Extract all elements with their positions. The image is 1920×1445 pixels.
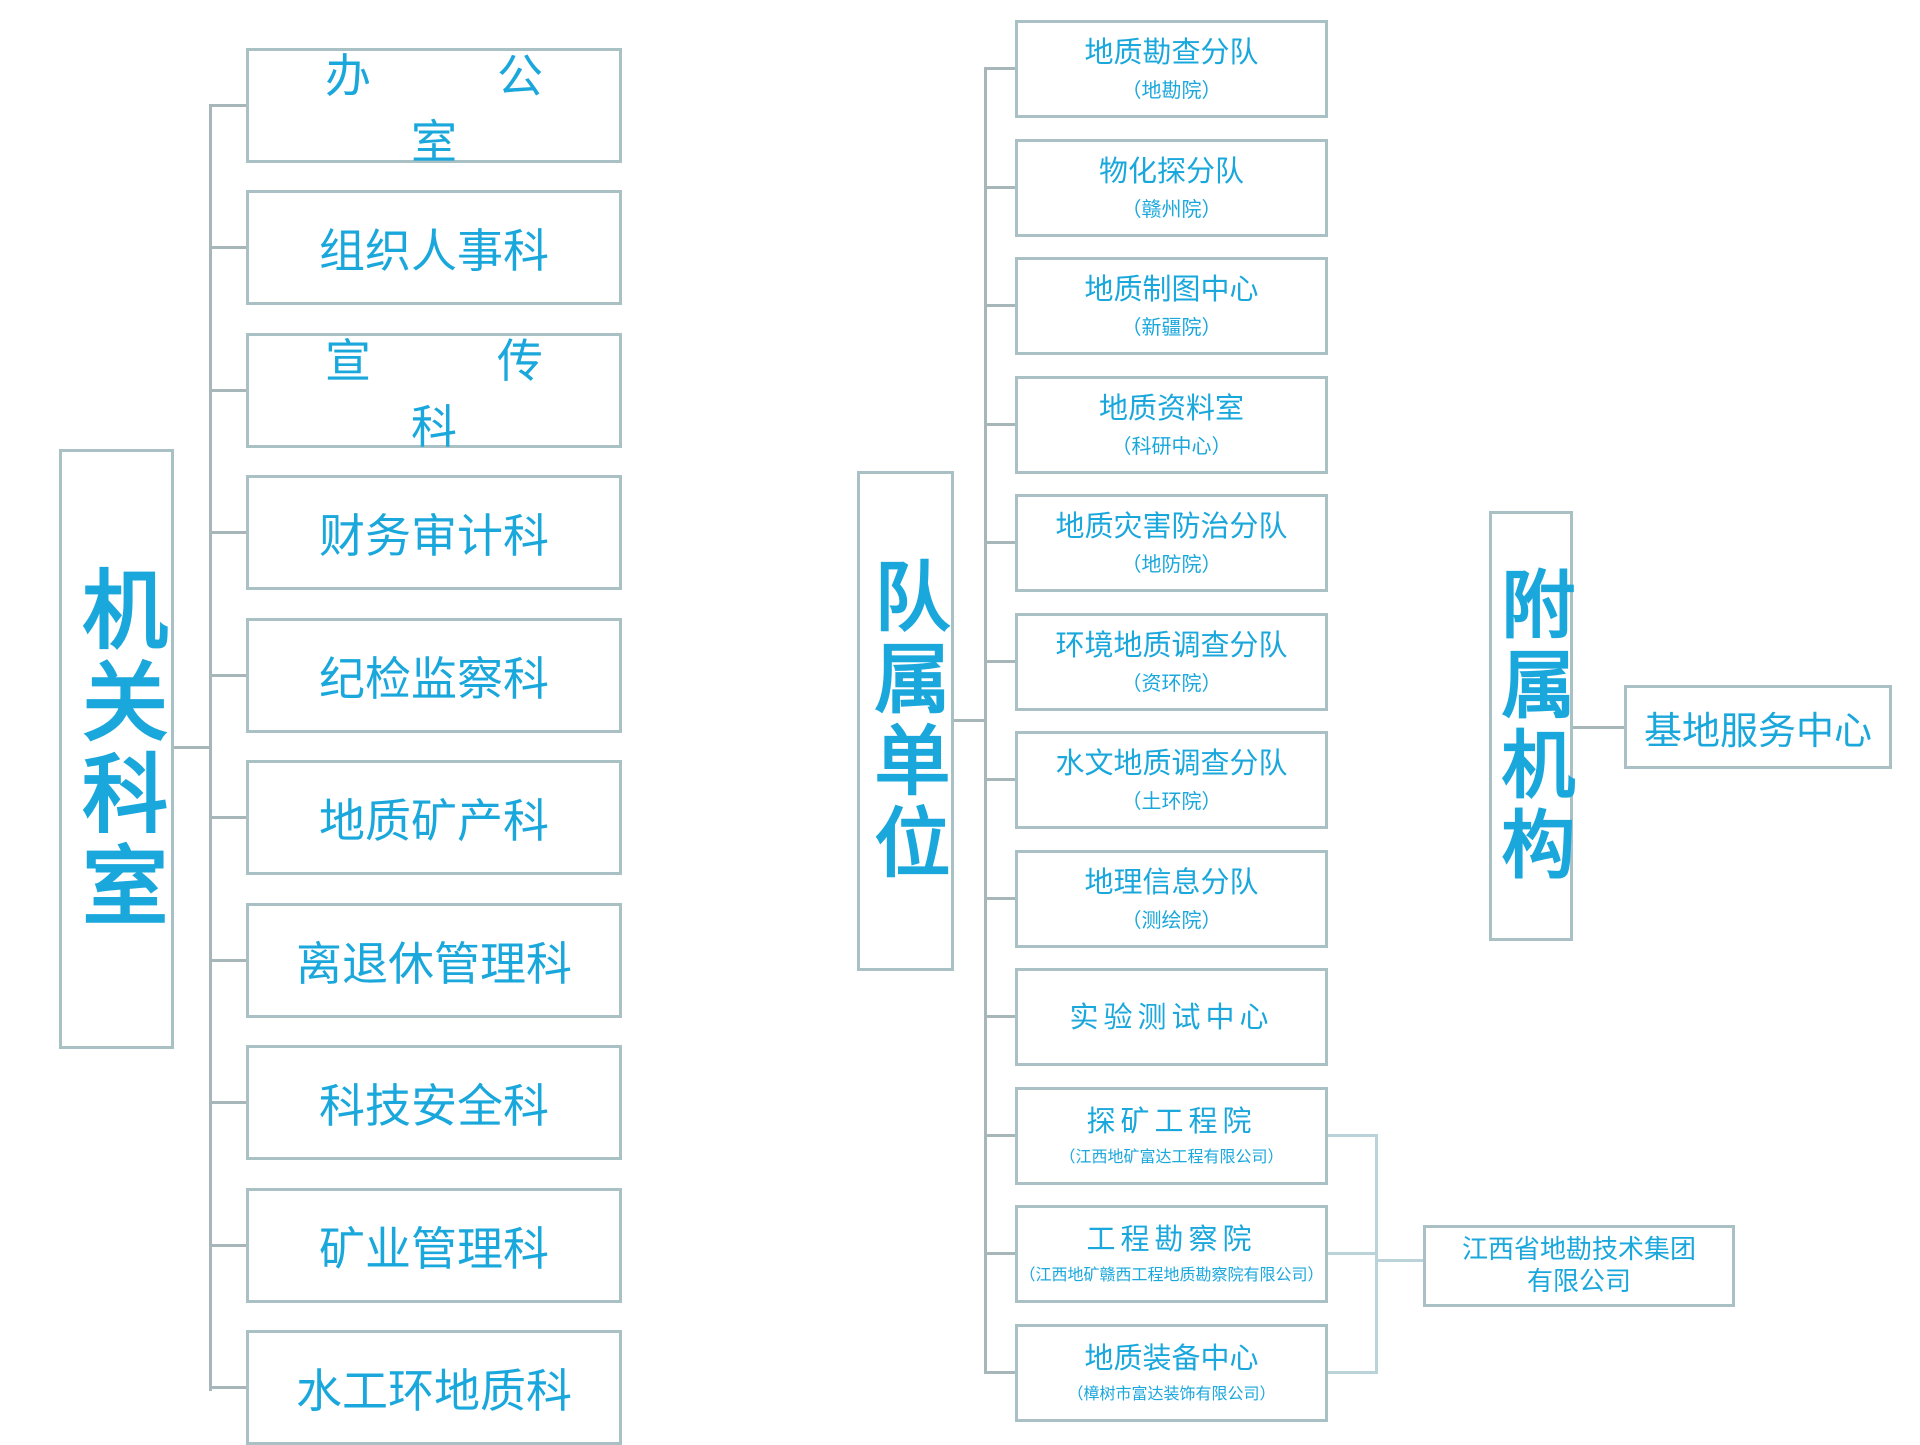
connector bbox=[984, 67, 1017, 70]
connector bbox=[209, 389, 248, 392]
unit-box: 地理信息分队 （测绘院） bbox=[1015, 850, 1328, 948]
office-box: 地质矿产科 bbox=[246, 760, 622, 875]
unit-alias: （江西地矿赣西工程地质勘察院有限公司） bbox=[1019, 1265, 1324, 1284]
office-label: 宣 传 科 bbox=[325, 333, 669, 454]
jiguan-title: 机关科室 bbox=[66, 565, 168, 933]
connector bbox=[984, 660, 1017, 663]
office-box: 矿业管理科 bbox=[246, 1188, 622, 1303]
unit-alias: （地防院） bbox=[1121, 552, 1222, 577]
office-label: 矿业管理科 bbox=[319, 1221, 549, 1276]
unit-name: 实验测试中心 bbox=[1069, 999, 1274, 1034]
connector bbox=[984, 1371, 1017, 1374]
unit-name: 地质装备中心 bbox=[1084, 1341, 1259, 1376]
unit-box: 地质勘查分队 （地勘院） bbox=[1015, 20, 1328, 118]
fushu-title-box: 附属机构 bbox=[1488, 511, 1575, 941]
office-label: 水工环地质科 bbox=[296, 1363, 572, 1418]
connector bbox=[954, 719, 986, 722]
group-company-box: 江西省地勘技术集团 有限公司 bbox=[1423, 1225, 1735, 1307]
group-company-line2: 有限公司 bbox=[1526, 1267, 1631, 1297]
unit-box: 工程勘察院 （江西地矿赣西工程地质勘察院有限公司） bbox=[1015, 1205, 1328, 1303]
unit-name: 地理信息分队 bbox=[1084, 864, 1259, 899]
fushu-title: 附属机构 bbox=[1488, 566, 1575, 886]
unit-alias: （资环院） bbox=[1121, 671, 1222, 696]
office-label: 组织人事科 bbox=[319, 223, 549, 278]
duishu-title-box: 队属单位 bbox=[857, 471, 954, 971]
connector bbox=[209, 531, 248, 534]
connector bbox=[984, 778, 1017, 781]
office-label: 办 公 室 bbox=[325, 48, 669, 169]
unit-box: 探矿工程院 （江西地矿富达工程有限公司） bbox=[1015, 1087, 1328, 1185]
unit-box: 环境地质调查分队 （资环院） bbox=[1015, 613, 1328, 711]
office-label: 离退休管理科 bbox=[296, 936, 572, 991]
unit-box: 地质资料室 （科研中心） bbox=[1015, 376, 1328, 474]
office-box: 离退休管理科 bbox=[246, 903, 622, 1018]
jiguan-title-box: 机关科室 bbox=[59, 449, 174, 1049]
office-box: 财务审计科 bbox=[246, 475, 622, 590]
unit-name: 地质资料室 bbox=[1098, 390, 1244, 425]
unit-alias: （科研中心） bbox=[1111, 434, 1232, 459]
unit-box: 地质装备中心 （樟树市富达装饰有限公司） bbox=[1015, 1324, 1328, 1422]
affiliate-label: 基地服务中心 bbox=[1643, 708, 1872, 753]
connector bbox=[209, 246, 248, 249]
group-company-line1: 江西省地勘技术集团 bbox=[1461, 1234, 1696, 1265]
connector bbox=[209, 816, 248, 819]
connector bbox=[174, 746, 211, 749]
office-box: 水工环地质科 bbox=[246, 1330, 622, 1445]
unit-name: 环境地质调查分队 bbox=[1055, 627, 1288, 662]
office-label: 地质矿产科 bbox=[319, 793, 549, 848]
connector bbox=[209, 959, 248, 962]
connector bbox=[209, 104, 248, 107]
connector bbox=[984, 186, 1017, 189]
connector bbox=[984, 423, 1017, 426]
unit-alias: （新疆院） bbox=[1121, 315, 1222, 340]
connector bbox=[1375, 1259, 1425, 1262]
unit-alias: （樟树市富达装饰有限公司） bbox=[1067, 1384, 1276, 1403]
unit-name: 地质制图中心 bbox=[1084, 271, 1259, 306]
unit-name: 水文地质调查分队 bbox=[1055, 745, 1288, 780]
connector bbox=[984, 1252, 1017, 1255]
office-label: 财务审计科 bbox=[319, 508, 549, 563]
connector bbox=[209, 674, 248, 677]
unit-alias: （测绘院） bbox=[1121, 908, 1222, 933]
office-box: 办 公 室 bbox=[246, 48, 629, 169]
unit-alias: （土环院） bbox=[1121, 789, 1222, 814]
connector bbox=[984, 68, 987, 1374]
connector bbox=[209, 1101, 248, 1104]
unit-name: 探矿工程院 bbox=[1086, 1104, 1257, 1139]
unit-name: 物化探分队 bbox=[1098, 153, 1244, 188]
unit-name: 地质灾害防治分队 bbox=[1055, 508, 1288, 543]
duishu-title: 队属单位 bbox=[861, 557, 951, 885]
unit-box: 实验测试中心 bbox=[1015, 968, 1328, 1066]
office-label: 纪检监察科 bbox=[319, 651, 549, 706]
unit-box: 水文地质调查分队 （土环院） bbox=[1015, 731, 1328, 829]
office-box: 科技安全科 bbox=[246, 1045, 622, 1160]
connector bbox=[209, 1244, 248, 1247]
unit-alias: （地勘院） bbox=[1121, 78, 1222, 103]
connector bbox=[984, 1134, 1017, 1137]
affiliate-box: 基地服务中心 bbox=[1624, 685, 1892, 769]
office-box: 组织人事科 bbox=[246, 190, 622, 305]
unit-alias: （赣州院） bbox=[1121, 197, 1222, 222]
unit-box: 物化探分队 （赣州院） bbox=[1015, 139, 1328, 237]
unit-alias: （江西地矿富达工程有限公司） bbox=[1059, 1147, 1284, 1166]
office-box: 纪检监察科 bbox=[246, 618, 622, 733]
connector bbox=[1328, 1134, 1377, 1137]
office-box: 宣 传 科 bbox=[246, 333, 629, 454]
connector bbox=[1375, 1134, 1378, 1374]
unit-name: 工程勘察院 bbox=[1086, 1222, 1257, 1257]
unit-box: 地质灾害防治分队 （地防院） bbox=[1015, 494, 1328, 592]
connector bbox=[984, 1015, 1017, 1018]
connector bbox=[1328, 1252, 1377, 1255]
connector bbox=[984, 304, 1017, 307]
office-label: 科技安全科 bbox=[319, 1078, 549, 1133]
connector bbox=[984, 897, 1017, 900]
unit-box: 地质制图中心 （新疆院） bbox=[1015, 257, 1328, 355]
connector bbox=[1573, 726, 1626, 729]
connector bbox=[209, 1386, 248, 1389]
connector bbox=[209, 105, 212, 1391]
connector bbox=[1328, 1371, 1377, 1374]
connector bbox=[984, 541, 1017, 544]
unit-name: 地质勘查分队 bbox=[1084, 34, 1259, 69]
